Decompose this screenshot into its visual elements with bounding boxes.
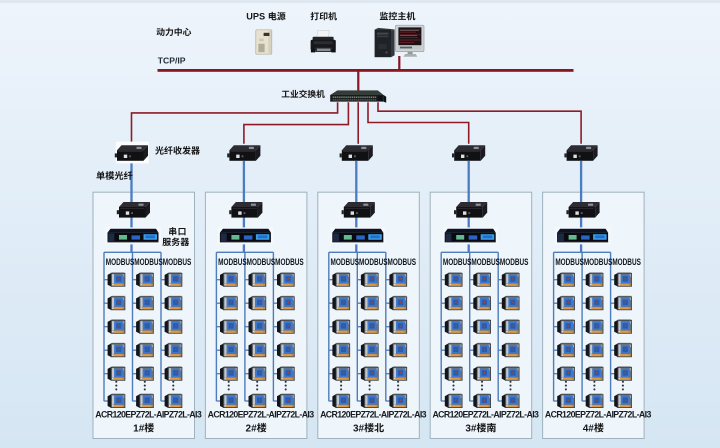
svg-text:MODBUS: MODBUS <box>359 257 388 268</box>
svg-text:MODBUS: MODBUS <box>443 257 472 268</box>
svg-text:MODBUS: MODBUS <box>218 257 247 268</box>
svg-text:MODBUS: MODBUS <box>331 257 360 268</box>
svg-text:4#: 4# <box>583 423 595 434</box>
svg-text:MODBUS: MODBUS <box>247 257 276 268</box>
svg-text:ACR120EPZ72L-AIPZ72L-AI3: ACR120EPZ72L-AIPZ72L-AI3 <box>95 410 202 420</box>
svg-text:1#: 1# <box>133 423 145 434</box>
svg-text:MODBUS: MODBUS <box>134 257 163 268</box>
svg-text:MODBUS: MODBUS <box>163 257 192 268</box>
svg-text:ACR120EPZ72L-AIPZ72L-AI3: ACR120EPZ72L-AIPZ72L-AI3 <box>208 410 315 420</box>
svg-text:MODBUS: MODBUS <box>471 257 500 268</box>
svg-text:MODBUS: MODBUS <box>555 257 584 268</box>
svg-text:MODBUS: MODBUS <box>275 257 304 268</box>
svg-text:UPS: UPS <box>246 12 265 22</box>
svg-text:ACR120EPZ72L-AIPZ72L-AI3: ACR120EPZ72L-AIPZ72L-AI3 <box>320 410 427 420</box>
svg-text:2#: 2# <box>246 423 258 434</box>
svg-text:MODBUS: MODBUS <box>584 257 613 268</box>
svg-text:TCP/IP: TCP/IP <box>158 55 186 65</box>
svg-text:MODBUS: MODBUS <box>388 257 417 268</box>
svg-text:3#: 3# <box>353 423 365 434</box>
svg-text:MODBUS: MODBUS <box>106 257 135 268</box>
svg-text:ACR120EPZ72L-AIPZ72L-AI3: ACR120EPZ72L-AIPZ72L-AI3 <box>545 410 652 420</box>
svg-text:3#: 3# <box>465 423 477 434</box>
svg-text:MODBUS: MODBUS <box>500 257 529 268</box>
svg-text:ACR120EPZ72L-AIPZ72L-AI3: ACR120EPZ72L-AIPZ72L-AI3 <box>432 410 539 420</box>
svg-text:MODBUS: MODBUS <box>612 257 641 268</box>
